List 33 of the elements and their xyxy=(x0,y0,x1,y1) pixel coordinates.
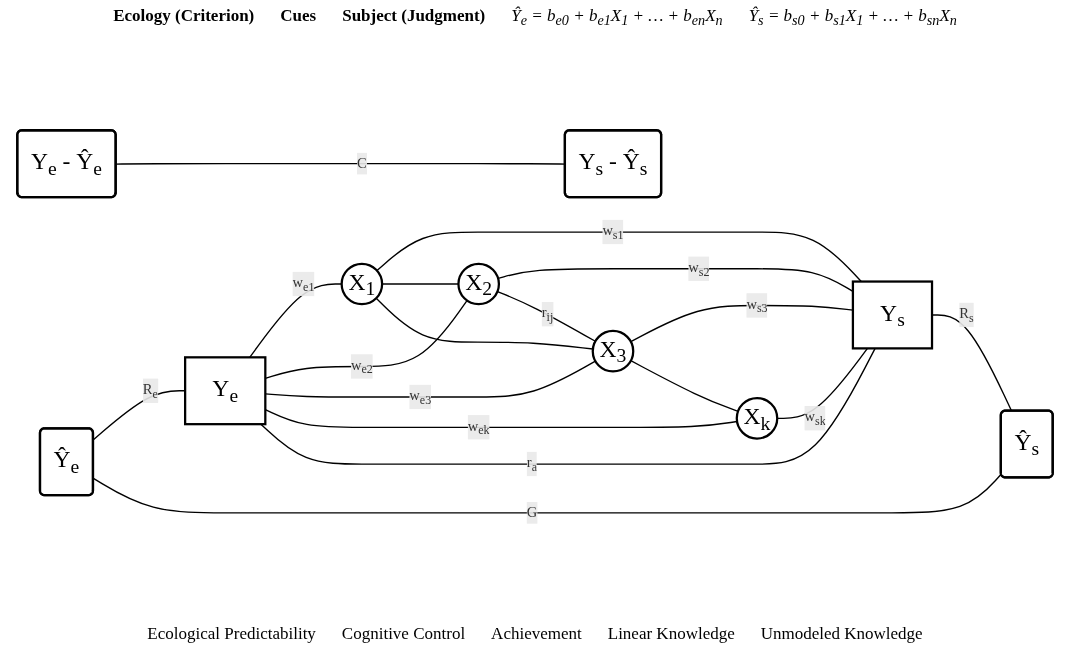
node-box: Y$_{e}$ xyxy=(184,355,267,425)
relation-caption: Unmodeled Knowledge xyxy=(760,624,923,644)
edge-label: w$_{e2}$ xyxy=(350,356,373,376)
edge-label: w$_{sk}$ xyxy=(804,408,826,428)
edge-label: C xyxy=(357,155,367,171)
column-heading: Subject (Judgment) xyxy=(342,6,486,27)
edge-label: w$_{e3}$ xyxy=(409,387,432,407)
node-box: Y$_{s}$ xyxy=(851,280,934,350)
regression-equation: Ŷ$_{e}$ = b$_{e0}$ + b$_{e1}$X$_{1}$ + … + b$_{en}$X$_{n}$ xyxy=(511,6,723,30)
node-circle: X$_{k}$ xyxy=(735,396,779,440)
edge-label: w$_{s3}$ xyxy=(746,295,768,315)
column-heading: Ecology (Criterion) xyxy=(113,6,255,27)
edge-label: r$_{a}$ xyxy=(526,454,537,474)
edge-label: r$_{ij}$ xyxy=(541,304,554,324)
relation-caption: Achievement xyxy=(491,624,582,644)
node-circle: X$_{2}$ xyxy=(457,262,501,306)
edge-label: w$_{s1}$ xyxy=(602,222,624,242)
edge-label: R$_{s}$ xyxy=(959,305,974,325)
relation-caption: Linear Knowledge xyxy=(607,624,735,644)
edge-label: w$_{s2}$ xyxy=(688,258,710,279)
regression-equation: Ŷ$_{s}$ = b$_{s0}$ + b$_{s1}$X$_{1}$ + … + b$_{sn}$X$_{n}$ xyxy=(748,6,957,30)
node-circle: X$_{1}$ xyxy=(340,262,384,306)
relation-caption: Ecological Predictability xyxy=(147,624,316,644)
edge-label: G xyxy=(526,504,538,520)
relation-caption: Cognitive Control xyxy=(341,624,466,644)
connector xyxy=(92,473,1002,514)
edge-label: w$_{ek}$ xyxy=(467,417,490,437)
connector xyxy=(376,231,862,282)
connector xyxy=(630,359,739,412)
edge-label: w$_{e1}$ xyxy=(292,274,315,294)
column-heading: Cues xyxy=(280,6,317,27)
edge-label: R$_{e}$ xyxy=(142,380,158,401)
node-circle: X$_{3}$ xyxy=(591,329,635,373)
